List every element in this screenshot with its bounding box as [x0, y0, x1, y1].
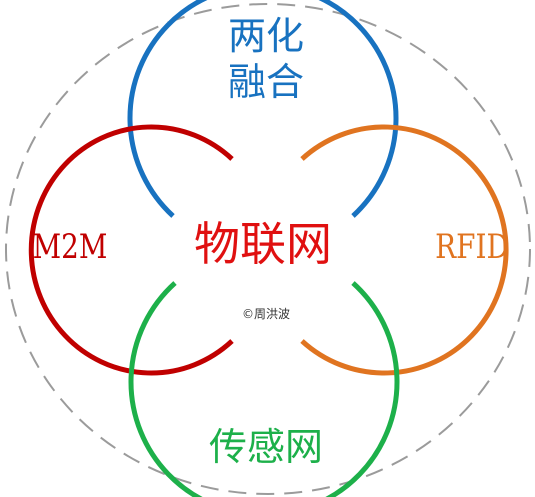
left-circle-arc: [28, 124, 234, 376]
outer-dashed-boundary: [5, 3, 531, 495]
right-label: RFID: [435, 227, 509, 266]
center-label: 物联网: [194, 217, 332, 271]
top-label-line1: 两化: [228, 14, 304, 58]
bottom-circle-arc: [128, 281, 400, 497]
top-label-line2: 融合: [228, 60, 304, 104]
copyright-text: ©周洪波: [242, 307, 290, 321]
bottom-label: 传感网: [209, 425, 323, 469]
left-label: M2M: [33, 227, 108, 266]
right-circle-arc: [300, 124, 509, 376]
